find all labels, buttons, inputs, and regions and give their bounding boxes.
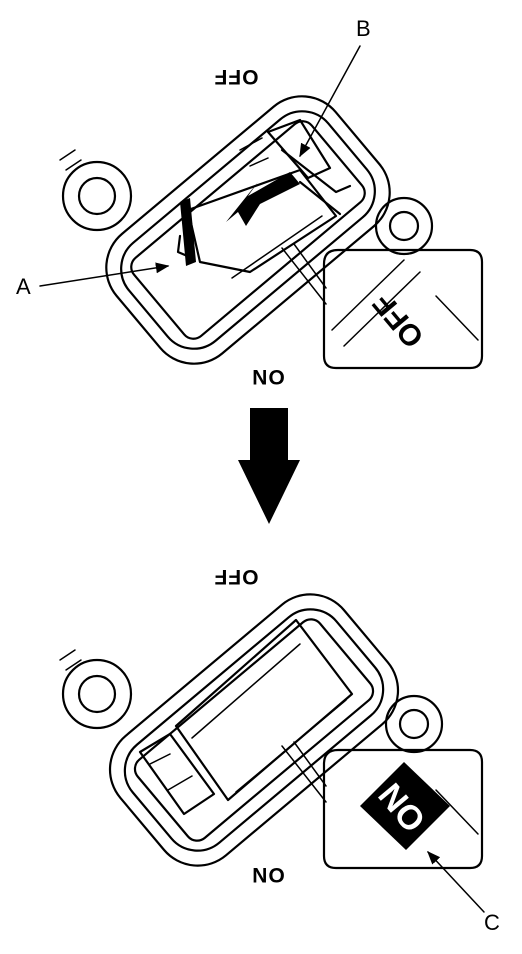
bottom-left-mounting-ear <box>59 649 133 730</box>
top-switch-view: OFF OFF ON <box>59 65 484 388</box>
down-transition-arrow <box>238 408 300 524</box>
label-a-callout: A <box>16 262 170 299</box>
tab-a <box>180 198 196 266</box>
lever-b <box>239 118 352 216</box>
top-callout-leader <box>281 243 327 305</box>
label-c-callout: C <box>427 851 500 935</box>
push-direction-arrow <box>226 172 300 226</box>
bottom-callout-leader <box>281 741 327 803</box>
label-a: A <box>16 274 31 299</box>
bottom-switch-view: ON OFF ON <box>59 565 484 886</box>
top-right-mounting-ear <box>374 196 434 256</box>
bottom-right-mounting-ear <box>384 694 444 754</box>
top-window-mark: OFF <box>367 287 431 354</box>
top-left-mounting-ear <box>59 149 133 232</box>
bottom-off-marking: OFF <box>214 565 259 588</box>
bottom-on-marking: ON <box>251 863 285 886</box>
top-on-marking: ON <box>251 365 285 388</box>
top-housing <box>105 95 391 365</box>
label-b: B <box>356 16 371 41</box>
label-b-callout: B <box>299 16 371 158</box>
top-off-marking: OFF <box>214 65 259 88</box>
bottom-indicator-window: ON <box>322 748 484 870</box>
bottom-housing <box>108 593 400 867</box>
top-slider <box>186 168 338 279</box>
bottom-slider <box>138 618 354 816</box>
tab-a-edge <box>176 234 194 260</box>
label-c: C <box>484 910 500 935</box>
top-indicator-window: OFF <box>322 248 484 370</box>
